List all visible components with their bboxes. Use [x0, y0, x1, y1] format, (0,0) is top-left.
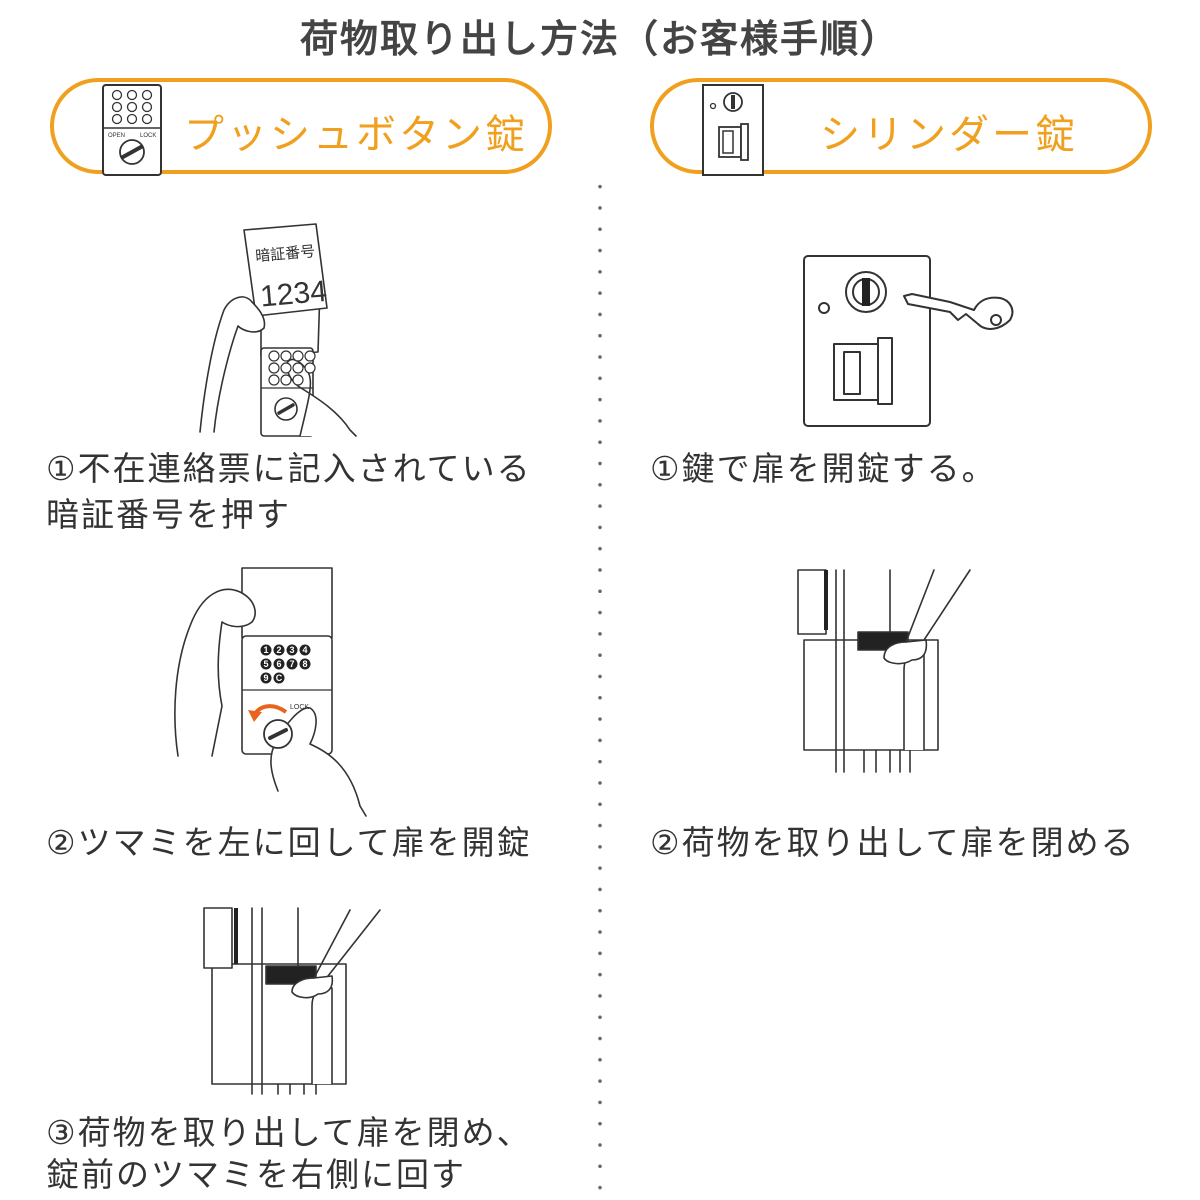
key-6: 6 — [276, 659, 281, 669]
key-3: 3 — [289, 645, 294, 655]
card-number-text: 1234 — [259, 275, 328, 314]
key-2: 2 — [276, 645, 281, 655]
knob-lock-text: LOCK — [290, 704, 309, 711]
cylinder-lock-label: シリンダー錠 — [820, 112, 1078, 158]
key-8: 8 — [302, 659, 307, 669]
page-title: 荷物取り出し方法（お客様手順） — [299, 17, 900, 61]
icon-lock-text: LOCK — [140, 133, 156, 139]
card-heading-text: 暗証番号 — [255, 242, 316, 265]
enter-code-illustration: 暗証番号 1234 — [199, 223, 357, 437]
push-step2: ②ツマミを左に回して扉を開錠 — [46, 823, 532, 862]
turn-knob-illustration: 1 2 3 4 5 6 7 8 9 C LOCK — [174, 567, 367, 817]
remove-parcel-illustration-left — [203, 907, 381, 1095]
push-step3-line1: ③荷物を取り出して扉を閉め、 — [46, 1113, 532, 1152]
key-1: 1 — [263, 645, 268, 655]
column-divider — [598, 176, 602, 1200]
key-5: 5 — [263, 659, 268, 669]
key-4: 4 — [302, 645, 307, 655]
cylinder-step2: ②荷物を取り出して扉を閉める — [650, 823, 1136, 862]
remove-parcel-illustration-right — [797, 569, 971, 773]
push-step3-line2: 錠前のツマミを右側に回す — [46, 1155, 466, 1194]
push-step1-line2: 暗証番号を押す — [46, 495, 291, 534]
icon-open-text: OPEN — [108, 133, 125, 139]
key-9: 9 — [263, 673, 268, 683]
push-button-lock-label: プッシュボタン錠 — [184, 112, 528, 158]
cylinder-key-illustration — [803, 255, 1014, 427]
push-step1-line1: ①不在連絡票に記入されている — [46, 449, 532, 488]
push-button-keypad-icon: OPEN LOCK — [102, 84, 162, 176]
key-c: C — [276, 673, 283, 683]
key-7: 7 — [289, 659, 294, 669]
cylinder-step1: ①鍵で扉を開錠する。 — [650, 449, 997, 488]
cylinder-lock-icon — [702, 84, 764, 176]
